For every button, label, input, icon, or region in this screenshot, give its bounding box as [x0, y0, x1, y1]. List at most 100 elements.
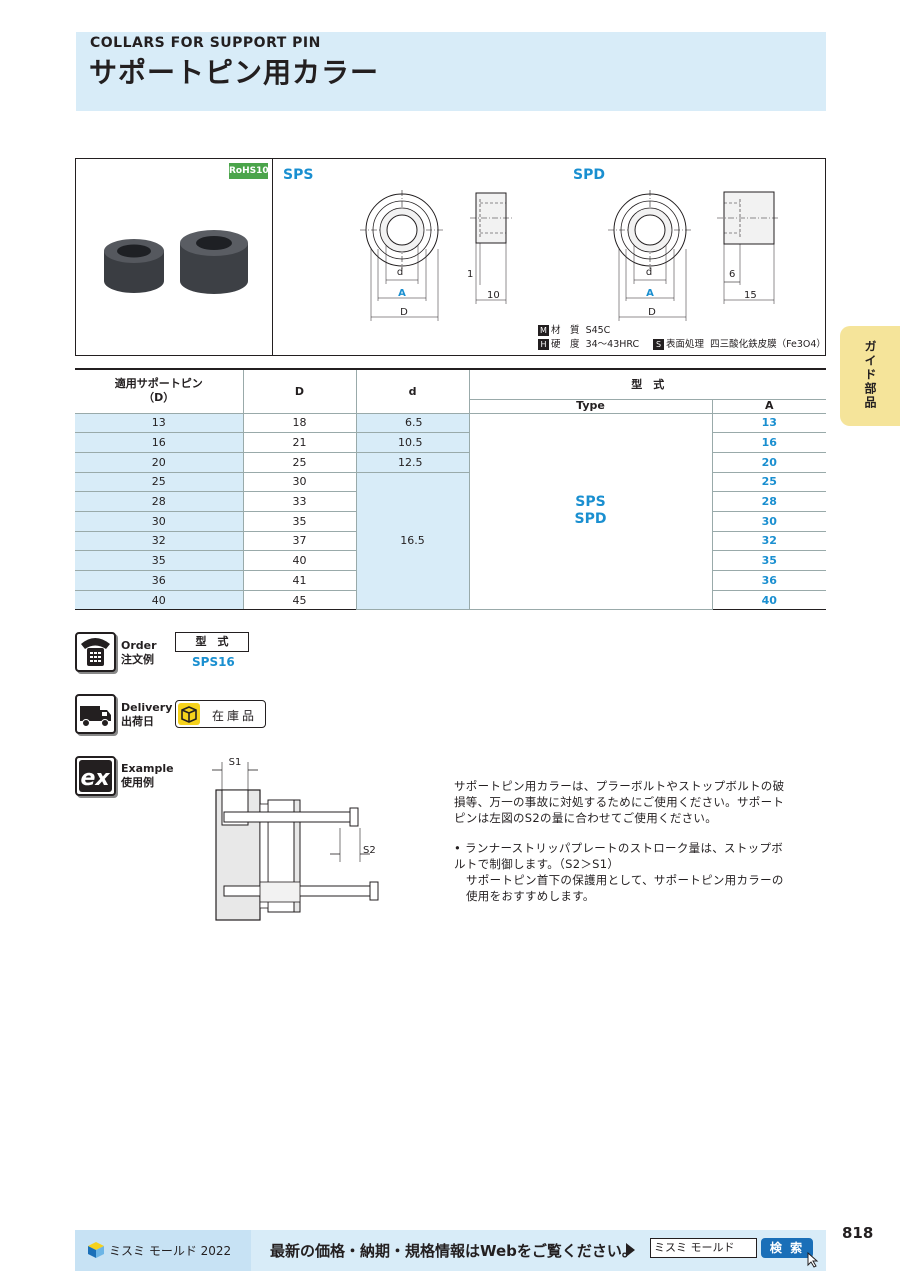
- header-A: A: [711, 398, 826, 414]
- footer-message: 最新の価格・納期・規格情報はWebをご覧ください。: [270, 1242, 637, 1260]
- spd-side-view: [717, 191, 780, 304]
- footer-brand-area: ミスミ モールド 2022: [75, 1230, 251, 1271]
- cell-support-pin: 30: [75, 510, 244, 532]
- cell-support-pin: 20: [75, 451, 244, 473]
- cell-A: 36: [711, 570, 826, 591]
- cell-D: 35: [242, 510, 357, 532]
- example-drawing: S1 S2: [212, 757, 379, 921]
- spd-l-label: 15: [744, 290, 757, 301]
- hardness-value: 34〜43HRC: [585, 339, 640, 350]
- cell-A: 20: [711, 451, 826, 473]
- sps-t-label: 1: [467, 269, 473, 280]
- sps-side-view: [470, 192, 512, 304]
- type-spd: SPD: [574, 511, 607, 528]
- example-icon: ex: [75, 756, 116, 796]
- cell-support-pin: 35: [75, 550, 244, 571]
- search-input[interactable]: ミスミ モールド: [650, 1238, 757, 1258]
- spd-a-label: A: [646, 288, 654, 299]
- rohs-badge: RoHS10: [229, 163, 269, 179]
- stock-text: 在庫品: [212, 709, 258, 723]
- cursor-icon: [807, 1252, 819, 1268]
- sps-d-label: d: [397, 267, 403, 278]
- product-photo: [104, 230, 248, 294]
- example-description: サポートピン用カラーは、プラーボルトやストップボルトの破損等、万一の事故に対処す…: [454, 779, 785, 825]
- section-tab[interactable]: ガイド部品: [840, 326, 900, 426]
- cell-support-pin: 32: [75, 530, 244, 552]
- cell-support-pin: 13: [75, 412, 244, 434]
- header-d: d: [355, 368, 470, 414]
- cell-d: 6.5: [355, 412, 470, 434]
- footer-brand: ミスミ モールド 2022: [109, 1244, 232, 1258]
- cell-D: 40: [242, 550, 357, 571]
- order-example-value: SPS16: [192, 655, 235, 669]
- cell-support-pin: 40: [75, 589, 244, 611]
- cell-d: 10.5: [355, 432, 470, 453]
- cell-D: 45: [242, 589, 357, 611]
- product-figure: RoHS10 SPS SPD: [75, 158, 826, 356]
- truck-icon: [75, 694, 116, 734]
- cell-support-pin: 25: [75, 471, 244, 493]
- cell-support-pin: 16: [75, 432, 244, 453]
- cell-A: 28: [711, 491, 826, 512]
- svg-text:ex: ex: [80, 766, 110, 791]
- s2-label: S2: [363, 845, 376, 856]
- cell-D: 41: [242, 570, 357, 591]
- section-tab-label: ガイド部品: [863, 340, 877, 410]
- order-box-label: 型 式: [175, 632, 249, 652]
- cell-d-merged: 16.5: [355, 471, 470, 611]
- hardness-mark: H: [538, 339, 549, 350]
- sps-label: SPS: [283, 167, 314, 183]
- search-button[interactable]: 検 索: [761, 1238, 813, 1258]
- cell-D: 25: [242, 451, 357, 473]
- spd-front-view: [608, 190, 692, 321]
- cell-D: 30: [242, 471, 357, 493]
- collar-photo-small: [104, 239, 164, 293]
- sps-a-label: A: [398, 288, 406, 299]
- footer-bar: ミスミ モールド 2022 最新の価格・納期・規格情報はWebをご覧ください。 …: [75, 1230, 826, 1271]
- header-katashiki: 型 式: [468, 368, 826, 400]
- phone-order-icon: [75, 632, 116, 672]
- technical-drawing: d A D 1 10: [360, 190, 780, 321]
- cell-A: 40: [711, 589, 826, 611]
- type-sps: SPS: [575, 494, 606, 511]
- sps-l-label: 10: [487, 290, 500, 301]
- cell-D: 18: [242, 412, 357, 434]
- header-type: Type: [468, 398, 713, 414]
- hardness-label: 硬 度: [551, 339, 580, 350]
- cell-D: 33: [242, 491, 357, 512]
- cell-D: 21: [242, 432, 357, 453]
- sps-front-view: [360, 190, 444, 321]
- cell-d: 12.5: [355, 451, 470, 473]
- cell-A: 16: [711, 432, 826, 453]
- cell-A: 25: [711, 471, 826, 493]
- sps-D-label: D: [400, 307, 408, 318]
- cell-support-pin: 36: [75, 570, 244, 591]
- cell-support-pin: 28: [75, 491, 244, 512]
- surface-label: 表面処理: [666, 339, 705, 350]
- page-number: 818: [842, 1224, 874, 1242]
- cell-A: 32: [711, 530, 826, 552]
- example-bullet-cont: サポートピン首下の保護用として、サポートピン用カラーの使用をおすすめします。: [466, 873, 784, 903]
- material-mark: M: [538, 325, 549, 336]
- stock-badge: 在庫品: [175, 700, 266, 728]
- surface-value: 四三酸化鉄皮膜（Fe3O4）: [710, 339, 826, 350]
- cell-A: 35: [711, 550, 826, 571]
- cell-A: 30: [711, 510, 826, 532]
- material-label: 材 質: [551, 325, 580, 336]
- header-band: [76, 32, 826, 111]
